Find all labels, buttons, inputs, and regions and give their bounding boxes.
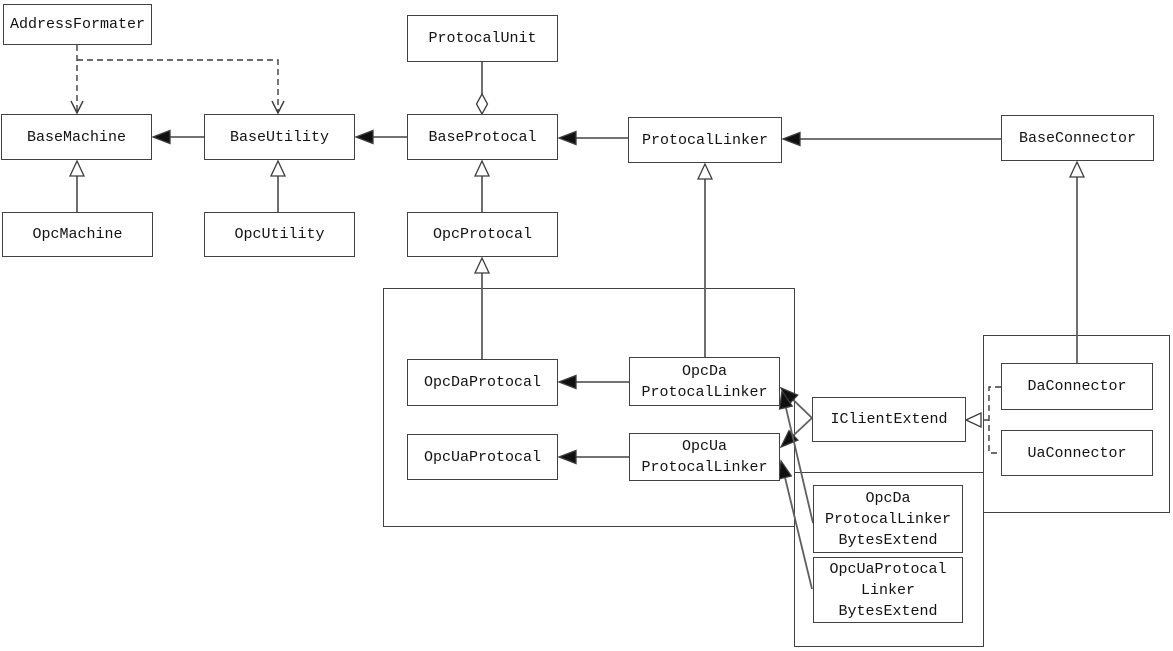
class-box-iclient-extend: IClientExtend <box>812 397 966 442</box>
class-box-ua-connector: UaConnector <box>1001 430 1153 476</box>
class-box-base-connector: BaseConnector <box>1001 115 1154 161</box>
edge-assoc-baseutility-basemachine <box>151 129 204 145</box>
class-box-opc-ua-protocal-linker: OpcUa ProtocalLinker <box>629 433 780 481</box>
class-box-base-machine: BaseMachine <box>1 114 152 160</box>
class-box-opc-utility: OpcUtility <box>204 212 355 257</box>
edge-assoc-baseconnector-protocallinker <box>781 131 1001 147</box>
edge-inh-opcutility-baseutility <box>269 159 287 212</box>
class-box-base-protocal: BaseProtocal <box>407 114 558 160</box>
group-opc-protocals <box>383 288 795 527</box>
class-box-address-formater: AddressFormater <box>3 4 152 45</box>
class-box-opc-da-protocal: OpcDaProtocal <box>407 359 558 406</box>
edge-inh-opcmachine-basemachine <box>68 159 86 212</box>
class-box-protocal-unit: ProtocalUnit <box>407 15 558 62</box>
class-box-opc-protocal: OpcProtocal <box>407 212 558 257</box>
class-box-base-utility: BaseUtility <box>204 114 355 160</box>
edge-agg-protocalunit-baseprotocal <box>475 62 489 116</box>
edge-dep-addressformater-baseutility <box>77 59 285 115</box>
class-box-opc-machine: OpcMachine <box>2 212 153 257</box>
edge-assoc-protocallinker-baseprotocal <box>557 130 628 146</box>
class-box-opc-da-protocal-linker: OpcDa ProtocalLinker <box>629 357 780 406</box>
edge-assoc-baseprotocal-baseutility <box>354 129 407 145</box>
class-box-opc-ua-protocal-linker-bytes-extend: OpcUaProtocal Linker BytesExtend <box>813 557 963 623</box>
edge-inh-daconnector-baseconnector <box>1068 160 1086 363</box>
class-box-opc-ua-protocal: OpcUaProtocal <box>407 434 558 480</box>
edge-dep-addressformater-basemachine <box>70 45 84 115</box>
class-box-opc-da-protocal-linker-bytes-extend: OpcDa ProtocalLinker BytesExtend <box>813 485 963 553</box>
class-box-protocal-linker: ProtocalLinker <box>628 117 782 163</box>
group-connectors <box>983 335 1170 513</box>
edge-inh-opcprotocal-baseprotocal <box>473 159 491 212</box>
class-box-da-connector: DaConnector <box>1001 363 1153 410</box>
